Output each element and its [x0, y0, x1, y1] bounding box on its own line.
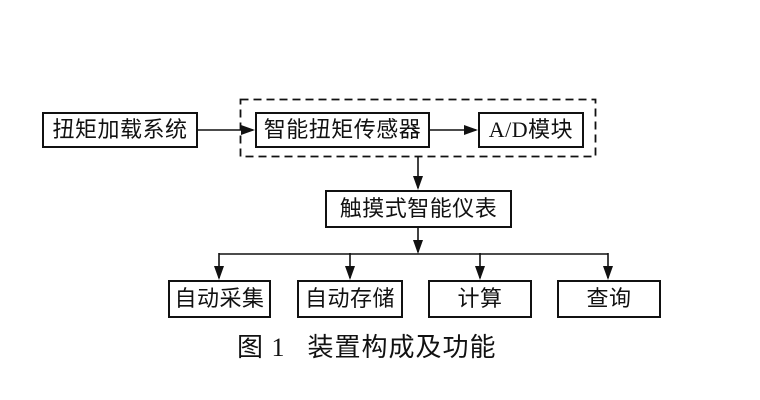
figure-caption: 图 1 装置构成及功能 — [237, 333, 497, 363]
dashed-group-outline — [239, 98, 597, 158]
node-compute: 计算 — [428, 280, 532, 318]
node-auto-collect: 自动采集 — [168, 280, 271, 318]
node-auto-store: 自动存储 — [297, 280, 403, 318]
node-ad-module: A/D模块 — [478, 112, 584, 148]
node-query: 查询 — [557, 280, 661, 318]
figure-number: 图 1 — [237, 333, 286, 362]
node-touch-smart-instrument: 触摸式智能仪表 — [325, 190, 512, 228]
node-smart-torque-sensor: 智能扭矩传感器 — [255, 112, 430, 148]
node-torque-loading-system: 扭矩加载系统 — [42, 112, 198, 148]
figure-title: 装置构成及功能 — [307, 333, 497, 362]
